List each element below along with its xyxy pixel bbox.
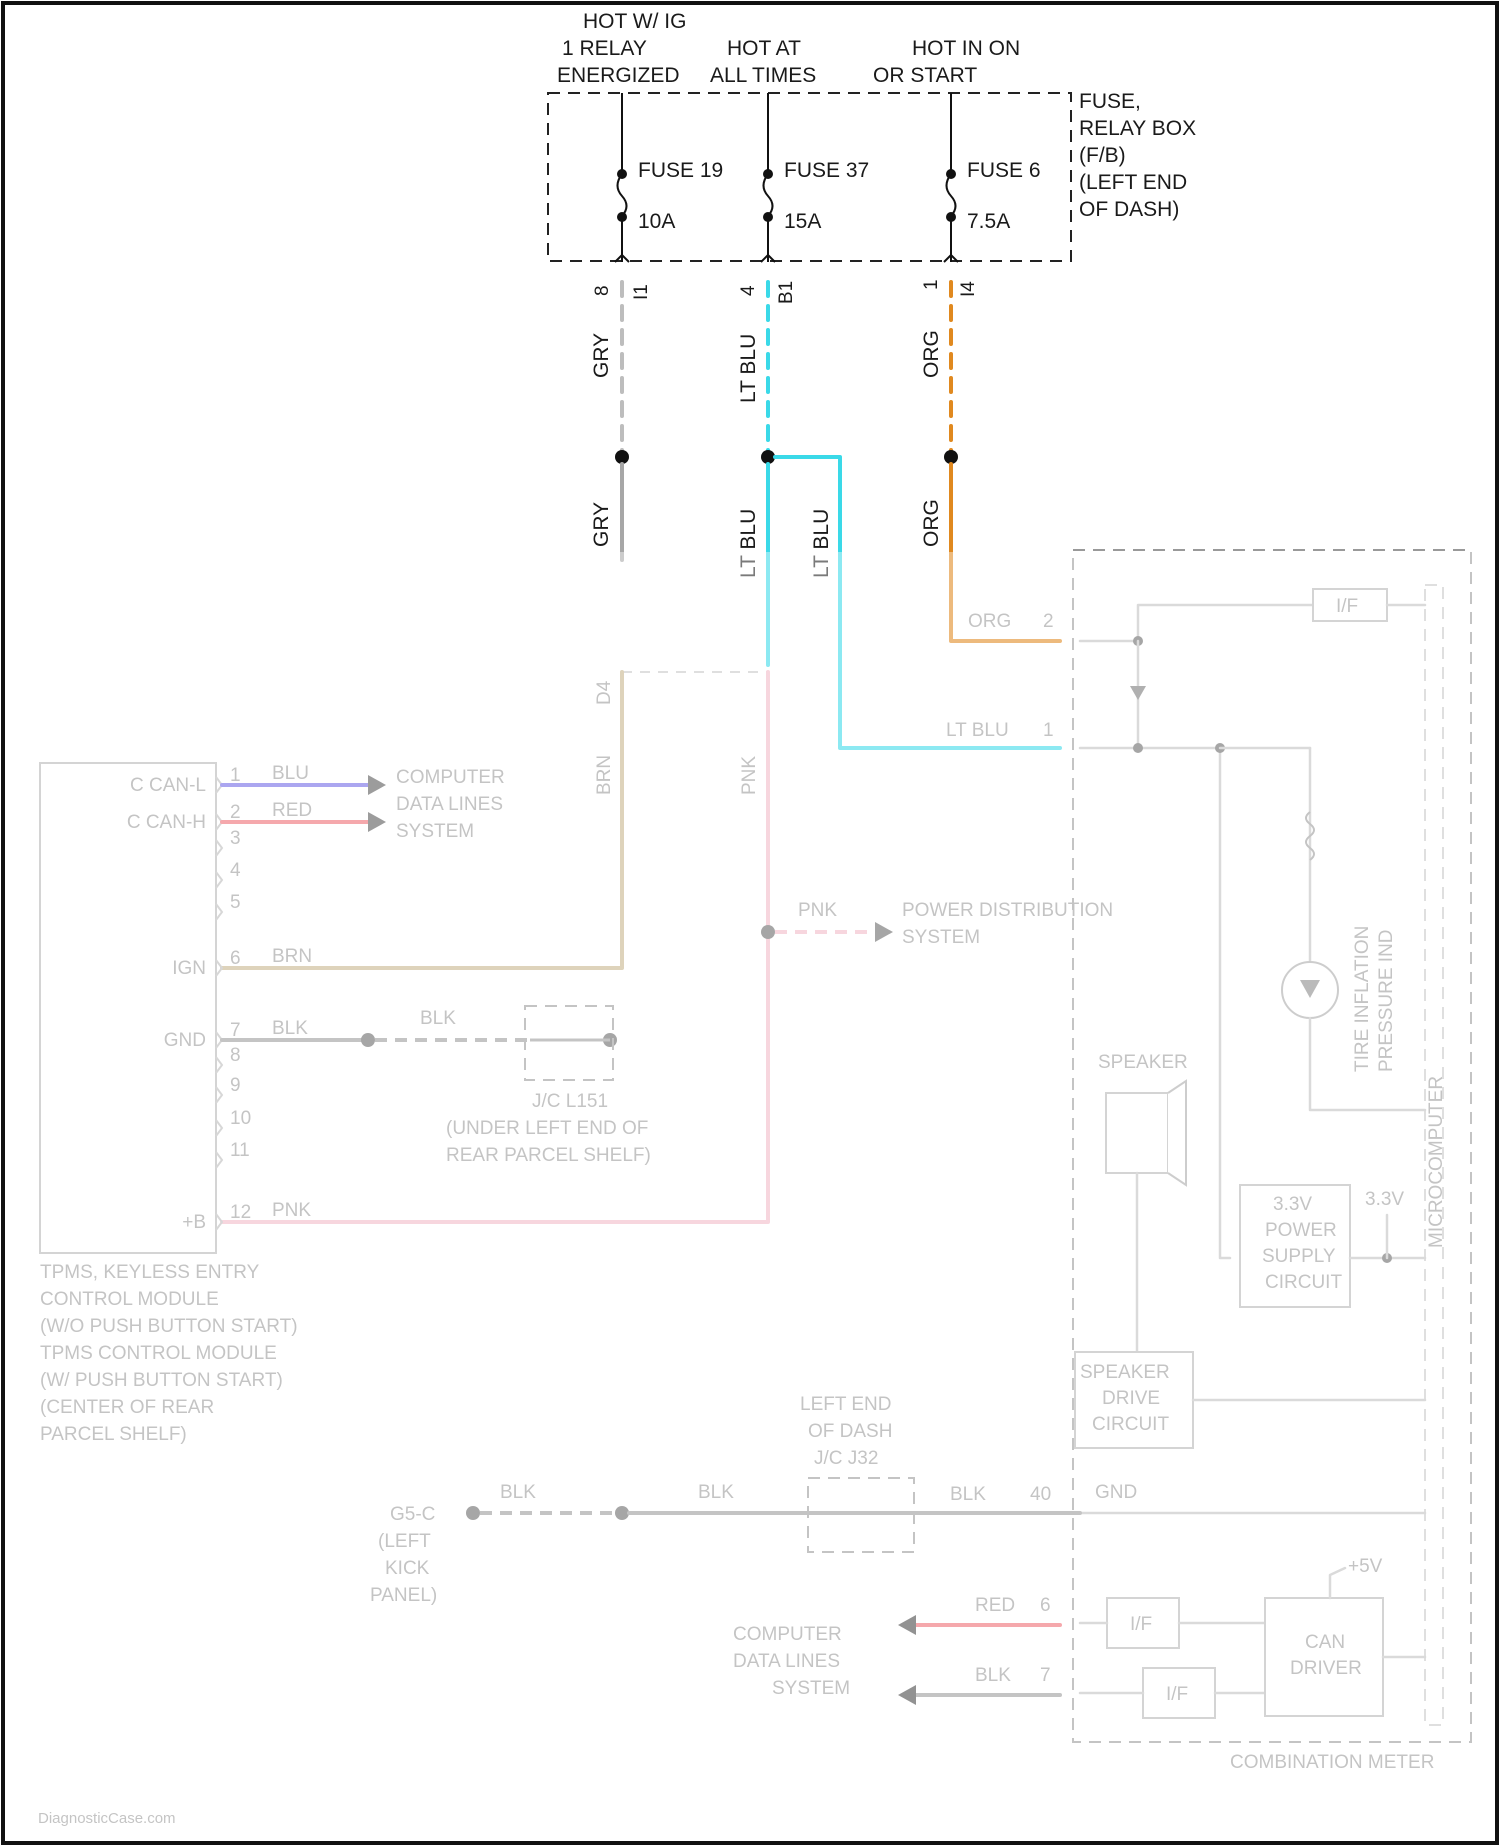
fuse-6-pin: 1 xyxy=(921,279,942,290)
fuse-37-source-1: HOT AT xyxy=(727,37,801,60)
fuse-37-symbol xyxy=(764,174,773,216)
fuse-6-branch: HOT IN ON OR START FUSE 6 7.5A 1 I4 xyxy=(873,37,1041,297)
fuse-19-symbol xyxy=(618,174,627,216)
fuse-19-pin: 8 xyxy=(592,285,613,296)
fuse-6-source-2: OR START xyxy=(873,64,977,87)
fuse-19-connector: I1 xyxy=(631,284,652,300)
fuse-box-label-4: (LEFT END xyxy=(1079,171,1187,194)
label-gry-upper: GRY xyxy=(590,333,613,378)
splice-org xyxy=(944,450,958,464)
fuse-6-label: FUSE 6 xyxy=(967,159,1041,182)
label-gry-lower: GRY xyxy=(590,502,613,547)
splice-gry xyxy=(615,450,629,464)
splice-ltblu xyxy=(761,450,775,464)
fuse-box-label-5: OF DASH) xyxy=(1079,198,1179,221)
fuse-19-source-1: HOT W/ IG xyxy=(583,10,686,33)
blur-overlay xyxy=(5,552,1495,1840)
fuse-37-source-2: ALL TIMES xyxy=(710,64,816,87)
fuse-6-symbol xyxy=(947,174,956,216)
fuse-37-rating: 15A xyxy=(784,210,821,233)
fuse-19-label: FUSE 19 xyxy=(638,159,723,182)
fuse-37-label: FUSE 37 xyxy=(784,159,869,182)
fuse-19-branch: HOT W/ IG 1 RELAY ENERGIZED FUSE 19 10A … xyxy=(557,10,723,300)
fuse-37-branch: HOT AT ALL TIMES FUSE 37 15A 4 B1 xyxy=(710,37,869,304)
fuse-19-source-2: 1 RELAY xyxy=(562,37,647,60)
fuse-box-label-1: FUSE, xyxy=(1079,90,1141,113)
label-org-lower: ORG xyxy=(920,499,943,547)
fuse-37-pin: 4 xyxy=(738,285,759,296)
label-org-upper: ORG xyxy=(920,330,943,378)
fuse-19-rating: 10A xyxy=(638,210,675,233)
fuse-37-connector: B1 xyxy=(776,281,797,304)
fuse-box-label-3: (F/B) xyxy=(1079,144,1126,167)
fuse-box-label-2: RELAY BOX xyxy=(1079,117,1196,140)
fuse-6-connector: I4 xyxy=(958,281,979,297)
fuse-6-source-1: HOT IN ON xyxy=(912,37,1020,60)
label-ltblu-upper: LT BLU xyxy=(737,334,760,403)
fuse-6-rating: 7.5A xyxy=(967,210,1010,233)
fuse-19-source-3: ENERGIZED xyxy=(557,64,680,87)
